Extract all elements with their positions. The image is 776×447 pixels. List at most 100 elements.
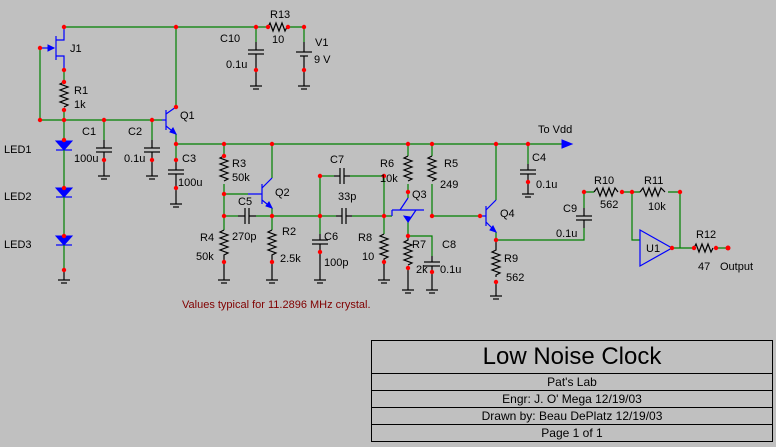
label-q2: Q2 bbox=[275, 187, 290, 199]
r11-resistor bbox=[639, 186, 666, 198]
r12-resistor bbox=[693, 242, 714, 254]
value-v1: 9 V bbox=[314, 54, 331, 66]
label-c6: C6 bbox=[324, 231, 338, 243]
label-r10: R10 bbox=[594, 175, 614, 187]
value-r2: 2.5k bbox=[280, 253, 301, 265]
label-c4: C4 bbox=[532, 152, 546, 164]
label-q3: Q3 bbox=[412, 189, 427, 201]
label-to-vdd: To Vdd bbox=[538, 124, 572, 136]
c4-capacitor bbox=[520, 164, 536, 182]
r3-resistor bbox=[218, 155, 230, 182]
label-r8: R8 bbox=[358, 232, 372, 244]
label-q1: Q1 bbox=[180, 110, 195, 122]
label-c1: C1 bbox=[82, 126, 96, 138]
value-c9: 0.1u bbox=[556, 228, 577, 240]
r1-resistor bbox=[58, 81, 70, 108]
r6-resistor bbox=[402, 155, 414, 182]
value-r3: 50k bbox=[232, 172, 250, 184]
value-c5: 270p bbox=[232, 231, 256, 243]
title-block-drawn-by: Drawn by: Beau DePlatz 12/19/03 bbox=[372, 407, 772, 424]
led1-diode bbox=[54, 140, 74, 188]
title-block: Low Noise Clock Pat's Lab Engr: J. O' Me… bbox=[371, 340, 773, 442]
r9-resistor bbox=[490, 240, 502, 277]
q1-transistor bbox=[162, 106, 177, 135]
label-r1: R1 bbox=[74, 85, 88, 97]
wires bbox=[39, 26, 726, 256]
component-labels: J1 R13 10 C10 0.1u V1 9 V R1 1k Q1 C1 10… bbox=[4, 9, 753, 311]
value-r7: 2k bbox=[416, 264, 428, 276]
q4-transistor bbox=[480, 199, 497, 233]
value-c8: 0.1u bbox=[440, 264, 461, 276]
label-led1: LED1 bbox=[4, 144, 32, 156]
value-c7: 33p bbox=[338, 191, 356, 203]
label-r4: R4 bbox=[200, 232, 214, 244]
value-r12: 47 bbox=[698, 261, 710, 273]
value-r1: 1k bbox=[74, 99, 86, 111]
title-block-engineer: Engr: J. O' Mega 12/19/03 bbox=[372, 390, 772, 407]
r4-resistor bbox=[218, 229, 230, 263]
value-c6: 100p bbox=[324, 257, 348, 269]
led2-diode bbox=[54, 187, 74, 236]
value-c1: 100u bbox=[74, 153, 98, 165]
q3-transistor bbox=[391, 197, 424, 224]
title-block-title: Low Noise Clock bbox=[482, 343, 662, 370]
label-r2: R2 bbox=[282, 226, 296, 238]
value-r10: 562 bbox=[600, 199, 618, 211]
crystal-note: Values typical for 11.2896 MHz crystal. bbox=[182, 299, 371, 311]
label-c10: C10 bbox=[220, 33, 240, 45]
c9-capacitor bbox=[576, 208, 592, 228]
label-led2: LED2 bbox=[4, 191, 32, 203]
r13-resistor bbox=[267, 21, 288, 33]
c10-capacitor bbox=[248, 42, 264, 70]
label-r11: R11 bbox=[644, 175, 663, 187]
j1-jfet bbox=[40, 27, 65, 70]
ground-symbols bbox=[58, 70, 534, 300]
value-r9: 562 bbox=[506, 272, 524, 284]
value-c2: 0.1u bbox=[124, 153, 145, 165]
label-r12: R12 bbox=[696, 229, 716, 241]
led3-diode bbox=[54, 235, 74, 270]
label-c7: C7 bbox=[330, 154, 344, 166]
r10-resistor bbox=[593, 186, 619, 198]
crystal-capacitor bbox=[336, 208, 352, 224]
label-c9: C9 bbox=[563, 203, 577, 215]
value-c4: 0.1u bbox=[536, 179, 557, 191]
v1-battery bbox=[296, 42, 312, 70]
label-c8: C8 bbox=[442, 239, 456, 251]
label-r13: R13 bbox=[270, 9, 290, 21]
label-c3: C3 bbox=[182, 153, 196, 165]
value-r6: 10k bbox=[380, 173, 398, 185]
r5-resistor bbox=[426, 155, 438, 182]
label-output: Output bbox=[720, 261, 753, 273]
junction-dots bbox=[37, 24, 719, 285]
value-r5: 249 bbox=[440, 179, 458, 191]
vdd-arrow-icon bbox=[561, 139, 574, 149]
label-c5: C5 bbox=[238, 196, 252, 208]
label-r6: R6 bbox=[380, 158, 394, 170]
output-terminal bbox=[725, 245, 731, 251]
r2-resistor bbox=[266, 229, 278, 263]
label-r5: R5 bbox=[444, 158, 458, 170]
value-c10: 0.1u bbox=[226, 59, 247, 71]
value-r4: 50k bbox=[196, 251, 214, 263]
label-r7: R7 bbox=[412, 239, 426, 251]
c5-capacitor bbox=[238, 208, 256, 224]
label-j1: J1 bbox=[70, 43, 82, 55]
r7-resistor bbox=[402, 236, 414, 266]
r8-resistor bbox=[378, 233, 390, 265]
c7-capacitor bbox=[334, 168, 350, 184]
value-r13: 10 bbox=[272, 34, 284, 46]
label-v1: V1 bbox=[315, 37, 328, 49]
q2-transistor bbox=[248, 177, 273, 209]
value-r11: 10k bbox=[648, 201, 666, 213]
value-c3: 100u bbox=[178, 177, 202, 189]
title-block-page: Page 1 of 1 bbox=[372, 424, 772, 441]
label-r9: R9 bbox=[504, 253, 518, 265]
resistors bbox=[58, 21, 714, 277]
label-u1: U1 bbox=[646, 243, 660, 255]
label-q4: Q4 bbox=[500, 208, 515, 220]
value-r8: 10 bbox=[362, 251, 374, 263]
label-led3: LED3 bbox=[4, 239, 32, 251]
